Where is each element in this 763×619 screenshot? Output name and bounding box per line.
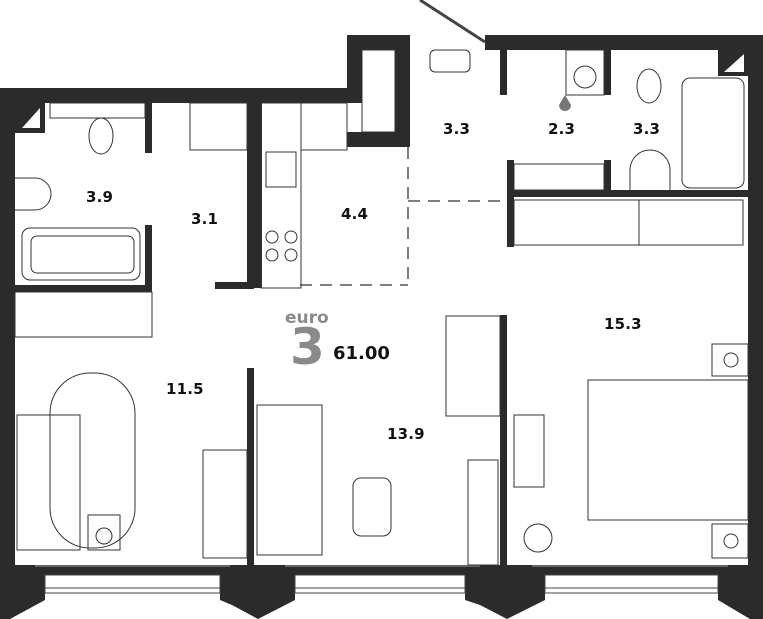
room-area-hallway: 3.3 <box>443 120 471 138</box>
coffee-table-icon <box>352 477 392 537</box>
nightstand-icon <box>711 343 749 377</box>
nightstand-icon <box>87 514 121 551</box>
washing-machine-icon <box>565 49 605 96</box>
tv-stand-icon <box>467 459 499 566</box>
double-bed-icon <box>587 379 749 521</box>
layout-class-label: euro <box>285 308 329 328</box>
room-area-corridor-left: 3.1 <box>191 210 219 228</box>
bench-icon <box>429 49 471 73</box>
windows <box>44 574 719 594</box>
room-area-kitchen: 4.4 <box>341 205 369 223</box>
plant-icon <box>523 523 553 553</box>
shelf-icon <box>513 163 605 191</box>
sink-icon <box>15 177 52 211</box>
zone-boundary <box>300 147 507 286</box>
bed-icon <box>16 414 81 551</box>
toilet-icon <box>88 117 114 155</box>
wardrobe-icon <box>189 102 248 151</box>
nightstand-icon <box>711 523 749 559</box>
bathtub-icon <box>681 77 745 189</box>
wardrobe-icon <box>513 199 640 246</box>
walls <box>0 35 763 619</box>
entrance-door <box>419 0 486 44</box>
desk-icon <box>202 449 248 559</box>
furniture <box>14 49 749 566</box>
rug-icon <box>49 372 136 549</box>
total-area: 61.00 <box>333 343 390 364</box>
room-area-bedroom-left: 11.5 <box>166 380 204 398</box>
dining-table-icon <box>445 315 501 417</box>
stove-icon <box>265 230 279 244</box>
bathtub-icon <box>21 227 141 281</box>
room-area-living-room: 13.9 <box>387 425 425 443</box>
room-area-bedroom-right: 15.3 <box>604 315 642 333</box>
wardrobe-icon <box>361 49 396 133</box>
sink-icon <box>629 149 671 190</box>
rooms-count: 3 <box>290 318 325 376</box>
room-area-bathroom-left: 3.9 <box>86 188 114 206</box>
room-area-bathroom-right: 3.3 <box>633 120 661 138</box>
room-area-laundry: 2.3 <box>548 120 576 138</box>
wardrobe-icon <box>14 291 153 338</box>
fridge-icon <box>300 102 348 151</box>
desk-icon <box>638 199 744 246</box>
dresser-icon <box>513 414 545 488</box>
toilet-icon <box>636 68 662 104</box>
kitchen-sink-icon <box>265 151 297 188</box>
sofa-icon <box>256 404 323 556</box>
kitchen-counter <box>260 102 302 289</box>
shaft-cutouts <box>22 54 744 128</box>
drain-icon <box>559 95 571 111</box>
